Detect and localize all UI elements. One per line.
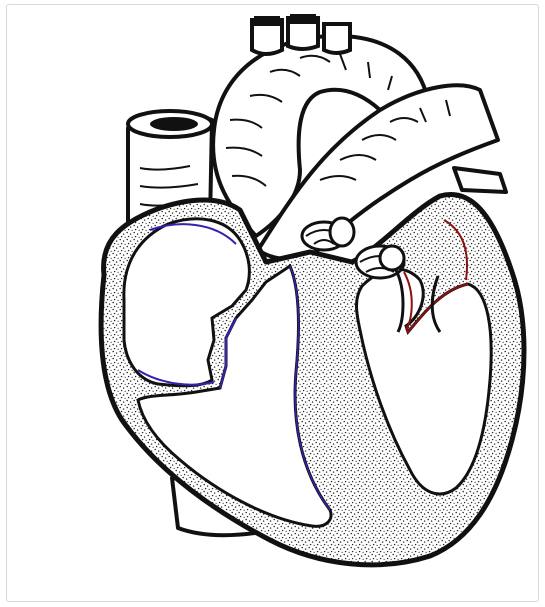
heart-diagram (0, 0, 545, 607)
